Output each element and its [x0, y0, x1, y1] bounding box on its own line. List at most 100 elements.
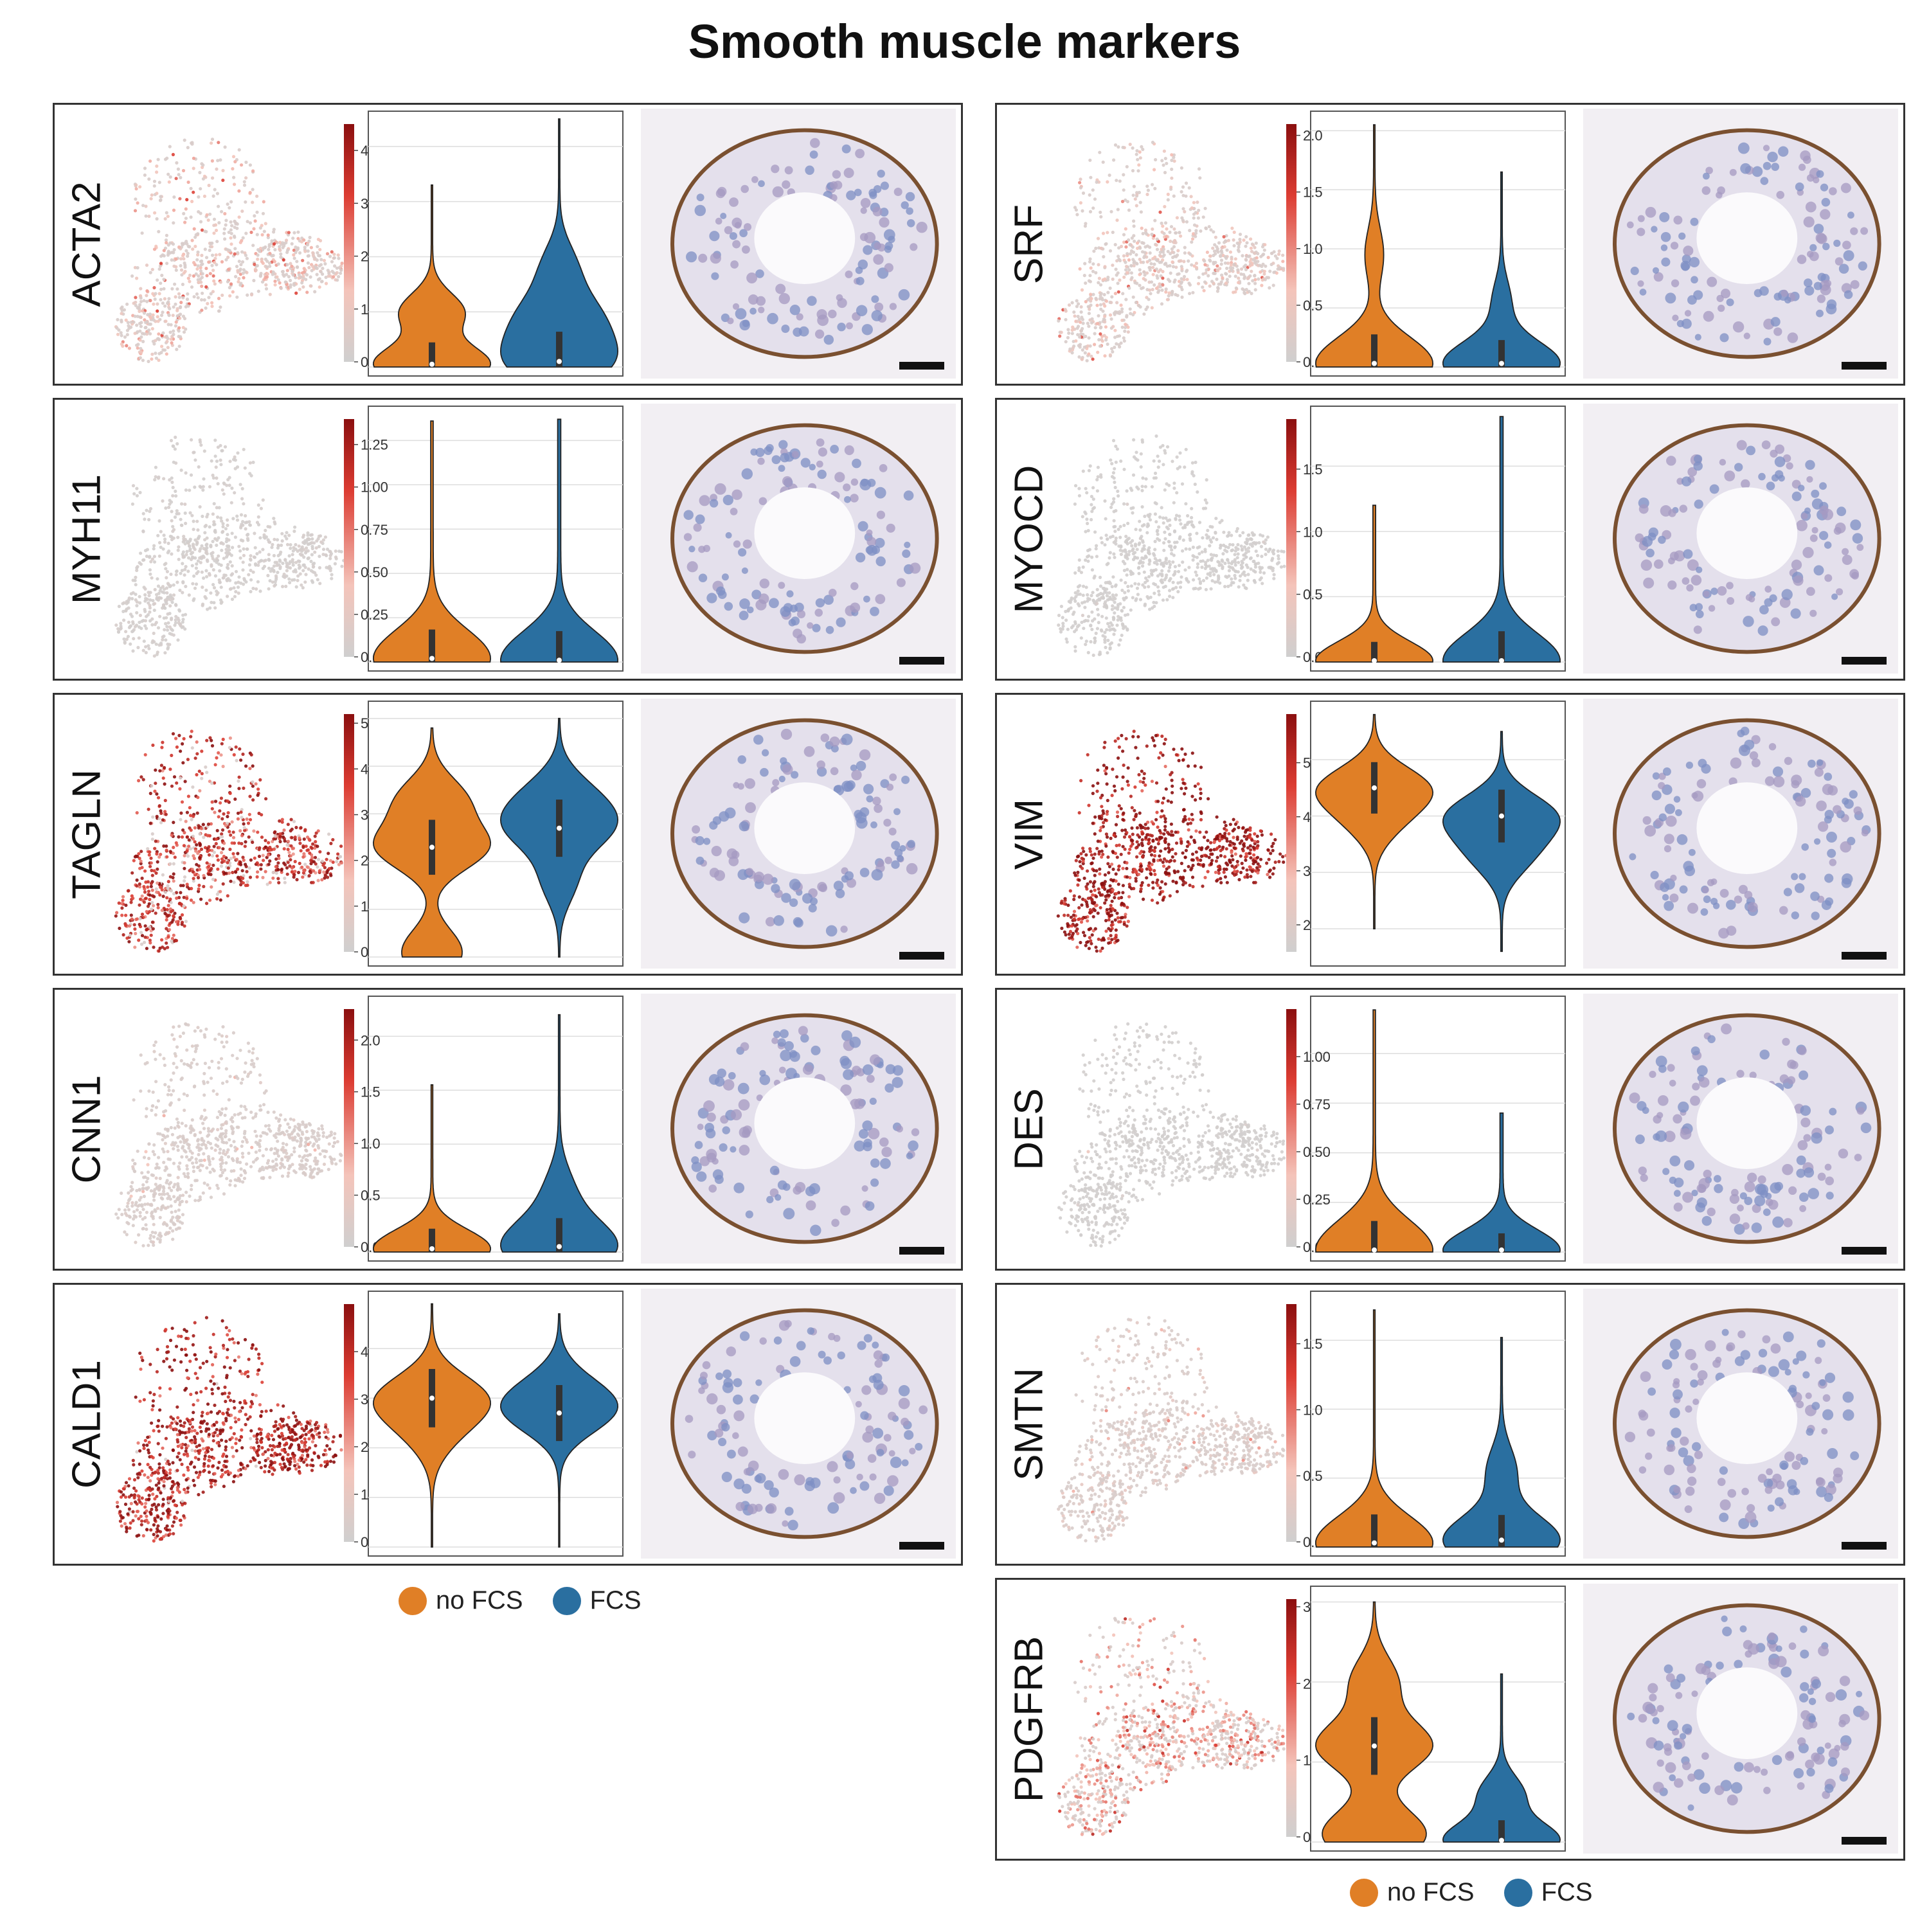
umap-dot: [192, 1478, 195, 1483]
umap-dot: [188, 1064, 192, 1068]
umap-dot: [203, 531, 207, 535]
umap-dot: [144, 1223, 148, 1227]
umap-dot: [183, 613, 188, 616]
nucleus: [892, 1077, 903, 1088]
umap-dot: [172, 872, 175, 876]
umap-dot: [192, 1403, 195, 1407]
nucleus: [809, 463, 816, 470]
umap-dot: [156, 315, 159, 319]
umap-dot: [141, 512, 145, 515]
umap-dot: [295, 878, 299, 882]
umap-dot: [253, 262, 256, 266]
umap-dot: [247, 1151, 251, 1155]
umap-dot: [309, 871, 313, 875]
umap-dot: [191, 582, 195, 586]
umap-dot: [227, 267, 231, 271]
umap-dot: [147, 1448, 150, 1452]
umap-dot: [288, 864, 292, 868]
umap-dot: [176, 535, 180, 539]
umap-dot: [138, 1198, 141, 1202]
umap-dot: [162, 278, 166, 282]
umap-dot: [212, 1422, 216, 1427]
umap-dot: [289, 818, 293, 821]
umap-dot: [248, 875, 253, 879]
umap-dot: [176, 1416, 180, 1420]
umap-dot: [218, 569, 222, 573]
umap-dot: [258, 1403, 262, 1407]
umap-dot: [316, 251, 319, 255]
umap-dot: [174, 737, 178, 740]
umap-dot: [186, 1486, 190, 1490]
umap-dot: [228, 1471, 232, 1475]
umap-dot: [339, 1448, 343, 1452]
umap-dot: [150, 352, 154, 356]
umap-dot: [198, 1471, 202, 1474]
umap-dot: [280, 270, 285, 274]
umap-dot: [278, 240, 282, 244]
umap-dot: [297, 544, 301, 548]
umap-dot: [271, 580, 274, 584]
umap-dot: [251, 1116, 255, 1120]
umap-dot: [190, 1183, 193, 1188]
umap-dot: [228, 736, 232, 740]
umap-dot: [145, 332, 149, 336]
umap-dot: [177, 1125, 181, 1129]
nucleus: [758, 593, 769, 604]
umap-dot: [182, 1172, 186, 1176]
nucleus: [846, 878, 857, 888]
umap-dot: [142, 1443, 146, 1447]
umap-dot: [221, 168, 225, 172]
umap-dot: [224, 247, 228, 251]
umap-dot: [132, 1463, 136, 1467]
umap-dot: [330, 573, 334, 577]
umap-dot: [237, 276, 241, 281]
umap-dot: [321, 272, 325, 276]
umap-dot: [172, 1358, 176, 1362]
umap-dot: [142, 640, 146, 643]
umap-dot: [289, 543, 292, 547]
umap-dot: [321, 267, 325, 271]
umap-dot: [281, 561, 285, 566]
umap-dot: [150, 1108, 154, 1113]
umap-dot: [162, 249, 166, 253]
umap-dot: [171, 494, 175, 497]
umap-dot: [287, 231, 291, 235]
umap-dot: [234, 274, 238, 278]
umap-dot: [196, 876, 201, 880]
umap-dot: [338, 1434, 343, 1438]
nucleus: [695, 856, 704, 865]
umap-dot: [159, 298, 163, 301]
umap-dot: [313, 855, 318, 859]
umap-dot: [207, 260, 211, 264]
umap-dot: [190, 555, 194, 559]
umap-dot: [257, 1427, 261, 1431]
nucleus: [708, 1074, 720, 1085]
umap-dot: [221, 1132, 225, 1136]
umap-dot: [172, 221, 175, 225]
umap-dot: [161, 1424, 165, 1428]
umap-dot: [142, 558, 146, 562]
umap-dot: [152, 1240, 156, 1244]
umap-dot: [273, 280, 277, 283]
umap-dot: [308, 1446, 312, 1450]
umap-dot: [188, 511, 192, 515]
umap-dot: [255, 1440, 259, 1444]
umap-dot: [211, 269, 215, 273]
nucleus: [805, 1200, 816, 1211]
umap-dot: [213, 574, 217, 578]
nucleus: [739, 912, 750, 924]
umap-dot: [221, 530, 225, 533]
umap-dot: [195, 1161, 199, 1165]
umap-dot: [165, 855, 169, 859]
umap-dot: [160, 344, 164, 348]
nucleus: [694, 1141, 703, 1149]
nucleus: [778, 1066, 786, 1074]
umap-dot: [143, 753, 147, 756]
umap-dot: [237, 580, 240, 584]
nucleus: [843, 167, 854, 179]
umap-dot: [156, 302, 159, 306]
umap-dot: [139, 346, 143, 350]
umap-dot: [210, 459, 213, 463]
umap-dot: [174, 489, 177, 493]
umap-dot: [296, 870, 301, 875]
